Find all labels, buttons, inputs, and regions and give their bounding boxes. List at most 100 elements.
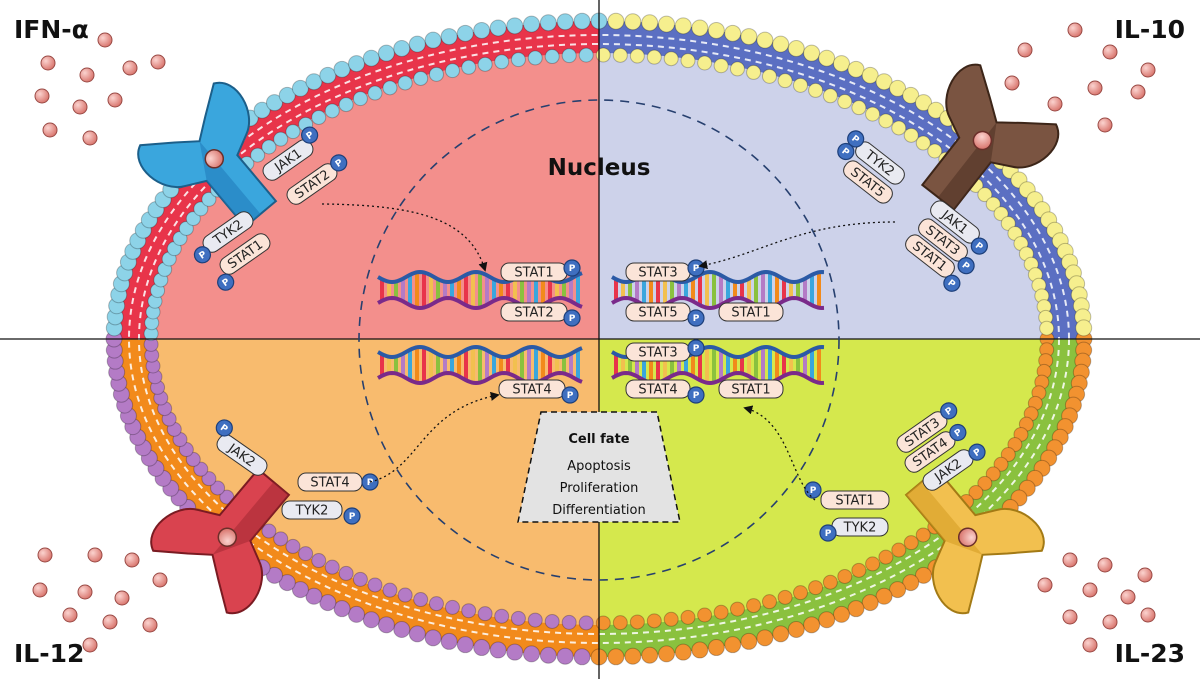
membrane-bead xyxy=(833,55,850,73)
phospho-icon: P xyxy=(330,154,348,172)
cytokine-molecule xyxy=(1102,614,1118,630)
svg-text:P: P xyxy=(693,391,700,401)
dna-ifna xyxy=(377,269,583,311)
membrane-bead xyxy=(424,629,442,647)
membrane-bead xyxy=(510,610,526,626)
svg-text:P: P xyxy=(953,427,964,439)
membrane-bead xyxy=(927,101,945,119)
membrane-bead xyxy=(713,58,729,74)
membrane-bead xyxy=(792,77,808,93)
membrane-bead xyxy=(456,636,474,654)
phospho-icon: P xyxy=(968,443,986,461)
svg-text:P: P xyxy=(945,278,957,290)
membrane-bead xyxy=(777,589,793,605)
membrane-bead xyxy=(641,646,659,664)
svg-text:P: P xyxy=(334,158,345,170)
cytokine-molecule xyxy=(1082,582,1098,598)
cytokine-molecule xyxy=(1062,552,1078,568)
svg-text:P: P xyxy=(569,314,576,324)
membrane-bead xyxy=(691,19,709,37)
cytokine-molecule xyxy=(40,55,56,71)
membrane-bead xyxy=(397,587,413,603)
svg-text:P: P xyxy=(960,261,972,273)
membrane-bead xyxy=(746,64,762,80)
membrane-bead xyxy=(265,94,283,112)
membrane-bead xyxy=(878,113,894,129)
membrane-bead xyxy=(746,598,762,614)
membrane-bead xyxy=(891,542,907,558)
membrane-bead xyxy=(833,605,850,623)
membrane-bead xyxy=(494,54,510,70)
membrane-bead xyxy=(657,645,675,663)
cytokine-molecule xyxy=(34,88,50,104)
membrane-bead xyxy=(285,124,301,140)
membrane-bead xyxy=(903,127,919,143)
membrane-bead xyxy=(506,17,524,35)
membrane-bead xyxy=(428,66,444,82)
svg-text:P: P xyxy=(693,264,700,274)
phospho-icon: P xyxy=(819,524,837,542)
cytokine-molecule xyxy=(114,590,130,606)
membrane-bead xyxy=(837,568,853,584)
membrane-bead xyxy=(544,49,560,65)
phospho-icon: P xyxy=(949,423,967,442)
arrow-ifna xyxy=(321,203,488,272)
label-il23-tyk2-text: TYK2 xyxy=(843,521,877,536)
membrane-bead xyxy=(285,538,301,554)
membrane-bead xyxy=(875,73,893,91)
dna-backbone xyxy=(377,370,583,386)
dna-label-il10-stat1-text: STAT1 xyxy=(731,306,770,321)
svg-text:P: P xyxy=(567,391,574,401)
membrane-beads-outer xyxy=(105,12,1093,666)
phospho-icon: P xyxy=(804,481,822,499)
membrane-bead xyxy=(311,109,327,125)
membrane-bead xyxy=(382,80,398,96)
membrane-bead xyxy=(178,220,194,236)
membrane-bead xyxy=(573,648,591,666)
cell-fate-differentiation: Differentiation xyxy=(552,503,645,518)
membrane-bead xyxy=(691,641,709,659)
membrane-bead xyxy=(338,565,354,581)
membrane-bead xyxy=(1075,319,1093,337)
svg-text:P: P xyxy=(349,512,356,522)
membrane-bead xyxy=(772,35,790,53)
membrane-bead xyxy=(523,15,541,33)
svg-text:P: P xyxy=(367,478,374,488)
svg-text:P: P xyxy=(569,264,576,274)
membrane-bead xyxy=(440,28,458,46)
membrane-bead xyxy=(261,523,277,539)
membrane-bead xyxy=(408,625,426,643)
membrane-bead xyxy=(595,47,611,63)
membrane-bead xyxy=(527,612,543,628)
membrane-bead xyxy=(311,553,327,569)
cytokine-molecules xyxy=(32,22,1156,653)
dna-label-il10-stat3-text: STAT3 xyxy=(638,266,677,281)
membrane-bead xyxy=(713,604,729,620)
membrane-bead xyxy=(382,582,398,598)
membrane-bead xyxy=(193,461,209,477)
membrane-bead xyxy=(461,59,477,75)
membrane-bead xyxy=(510,52,526,68)
membrane-bead xyxy=(756,31,774,49)
svg-text:P: P xyxy=(944,406,955,418)
membrane-bead xyxy=(674,17,692,35)
membrane-bead xyxy=(808,580,824,596)
membrane-bead xyxy=(612,47,628,63)
membrane-bead xyxy=(787,39,805,57)
cytokine-molecule xyxy=(1067,22,1083,38)
membrane-bead xyxy=(261,139,277,155)
membrane-bead xyxy=(803,616,821,634)
cytokine-molecule xyxy=(122,60,138,76)
membrane-bead xyxy=(573,12,591,30)
membrane-bead xyxy=(489,19,507,37)
membrane-bead xyxy=(818,49,836,67)
membrane-bead xyxy=(865,106,881,122)
cytokine-molecule xyxy=(1062,609,1078,625)
membrane-bead xyxy=(915,527,931,543)
membrane-bead xyxy=(629,48,645,64)
membrane-bead xyxy=(305,587,323,605)
phospho-icon: P xyxy=(561,386,579,404)
